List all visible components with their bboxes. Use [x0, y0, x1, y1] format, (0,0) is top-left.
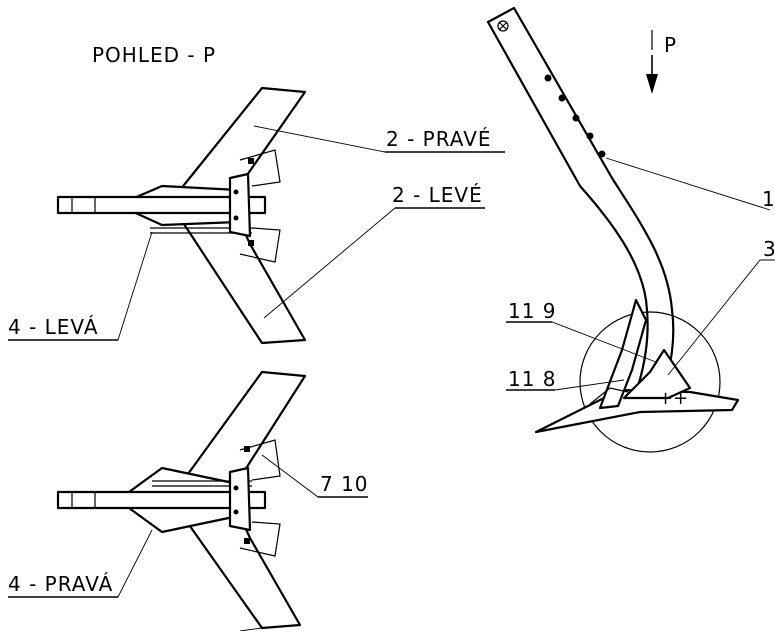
view-arrow-label: P: [664, 33, 677, 57]
shank-bar-bottom: [56, 490, 267, 510]
label-edge-1: 1: [762, 187, 775, 211]
shank-bar-top: [56, 195, 267, 215]
label-11-9: 11 9: [508, 299, 557, 323]
tine-side-view: ++: [486, 6, 740, 453]
detail-circle: [579, 311, 721, 453]
bottom-share-assembly: [56, 370, 307, 630]
label-11-8: 11 8: [508, 367, 557, 391]
label-7-10: 7 10: [320, 472, 369, 496]
lower-wing-bottom: [178, 510, 302, 630]
label-2-leve: 2 - LEVÉ: [392, 183, 483, 207]
top-share-assembly: [56, 86, 307, 345]
label-4-prava: 4 - PRAVÁ: [8, 572, 113, 596]
lower-wing-top: [178, 216, 307, 345]
pivot-hole: [497, 20, 509, 32]
curved-shank: [486, 6, 675, 388]
label-2-prave: 2 - PRAVÉ: [386, 127, 492, 151]
label-edge-3: 3: [763, 237, 775, 261]
svg-text:++: ++: [658, 388, 688, 409]
view-title: POHLED - P: [92, 43, 216, 67]
label-4-leva: 4 - LEVÁ: [8, 315, 99, 339]
